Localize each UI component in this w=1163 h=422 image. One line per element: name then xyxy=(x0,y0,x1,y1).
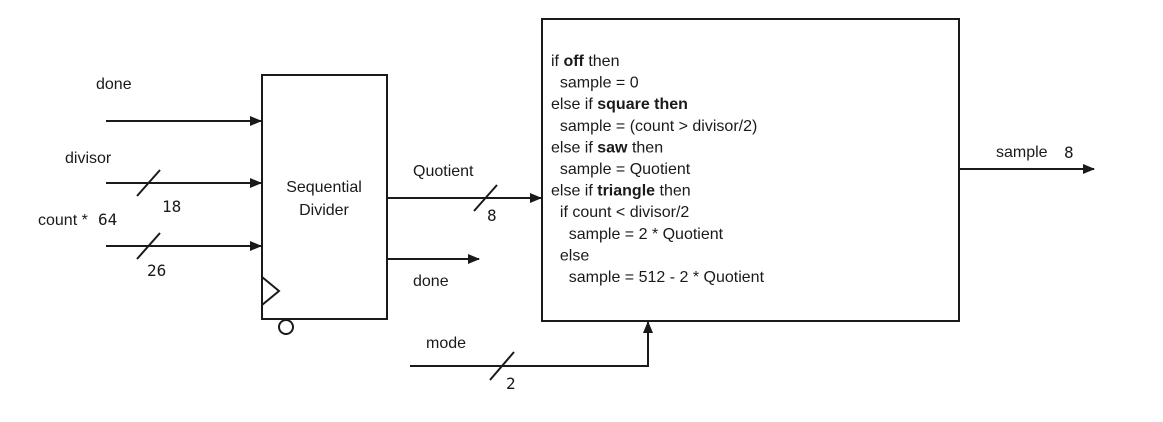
input-label-done: done xyxy=(96,76,132,93)
code-segment: then xyxy=(628,139,664,156)
mode-label: mode xyxy=(426,335,466,352)
code-segment: then xyxy=(584,53,620,70)
code-keyword: square then xyxy=(597,96,688,113)
output-label-quotient: Quotient xyxy=(413,163,474,180)
code-line: else xyxy=(551,247,589,264)
code-segment: then xyxy=(655,183,691,200)
bus-width-sample: 8 xyxy=(1064,143,1074,162)
sequential-divider-block xyxy=(261,74,388,320)
code-keyword: saw xyxy=(597,139,628,156)
bus-slash-mode xyxy=(489,351,515,381)
code-segment: sample = (count > divisor/2) xyxy=(551,118,757,135)
output-label-done: done xyxy=(413,273,449,290)
code-segment: sample = Quotient xyxy=(551,161,691,178)
input-label-divisor: divisor xyxy=(65,150,112,167)
code-line: if off then xyxy=(551,53,619,70)
output-label-sample: sample xyxy=(996,144,1048,161)
code-line: else if square then xyxy=(551,96,688,113)
bus-width-count: 26 xyxy=(147,261,166,280)
code-segment: else if xyxy=(551,96,597,113)
bus-slash-count xyxy=(136,232,161,260)
code-keyword: off xyxy=(563,53,584,70)
code-line: sample = 0 xyxy=(551,75,639,92)
divider-title-line2: Divider xyxy=(299,202,349,219)
code-keyword: triangle xyxy=(597,183,655,200)
code-line: sample = 2 * Quotient xyxy=(551,226,724,243)
divider-title-line1: Sequential xyxy=(286,179,362,196)
input-label-count-multiplier: 64 xyxy=(98,210,117,229)
inverter-bubble-icon xyxy=(278,319,294,335)
code-segment: if count < divisor/2 xyxy=(551,204,689,221)
code-segment: else xyxy=(551,247,589,264)
sample-selector-block xyxy=(541,18,960,322)
sample-selector-code: if off then sample = 0 else if square the… xyxy=(551,53,765,286)
code-line: if count < divisor/2 xyxy=(551,204,689,221)
clock-input-icon xyxy=(261,276,281,306)
code-segment: if xyxy=(551,53,563,70)
code-line: sample = (count > divisor/2) xyxy=(551,118,757,135)
code-line: sample = 512 - 2 * Quotient xyxy=(551,269,765,286)
bus-slash-divisor xyxy=(136,169,161,197)
bus-width-mode: 2 xyxy=(506,374,516,393)
mode-wire xyxy=(410,321,653,367)
code-line: else if saw then xyxy=(551,139,663,156)
code-segment: else if xyxy=(551,139,597,156)
input-label-count: count * xyxy=(38,212,88,229)
code-segment: sample = 512 - 2 * Quotient xyxy=(551,269,765,286)
code-segment: sample = 0 xyxy=(551,75,639,92)
code-segment: sample = 2 * Quotient xyxy=(551,226,724,243)
code-segment: else if xyxy=(551,183,597,200)
code-line: else if triangle then xyxy=(551,183,691,200)
bus-slash-quotient xyxy=(473,184,498,212)
code-line: sample = Quotient xyxy=(551,161,691,178)
bus-width-divisor: 18 xyxy=(162,197,181,216)
bus-width-quotient: 8 xyxy=(487,206,497,225)
